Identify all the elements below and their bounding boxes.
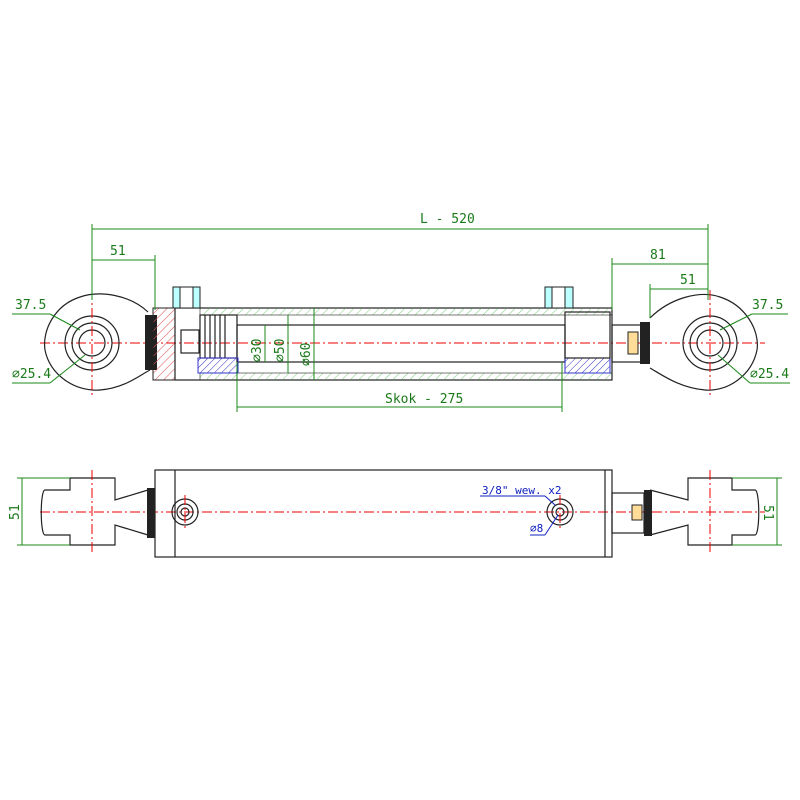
right-offset-inner-dimension: 51	[680, 273, 696, 288]
barrel-diameter: ⌀60	[299, 343, 314, 366]
right-eye-radius: 37.5	[752, 298, 783, 313]
right-pin-diameter: ⌀25.4	[750, 367, 789, 382]
top-view: L - 520 51 81 51 37.5 37.5 ⌀25.4 ⌀25.4 ⌀…	[12, 212, 790, 412]
piston-diameter: ⌀50	[273, 339, 288, 362]
barrel	[174, 307, 613, 381]
left-width-dimension: 51	[8, 504, 23, 520]
right-width-dimension: 51	[760, 505, 775, 521]
length-dimension: L - 520	[420, 212, 475, 227]
left-eye	[43, 290, 176, 395]
right-eye	[611, 290, 758, 395]
left-port	[171, 495, 199, 530]
left-eye-radius: 37.5	[15, 298, 46, 313]
left-offset-dimension: 51	[110, 244, 126, 259]
left-pin-diameter: ⌀25.4	[12, 367, 51, 382]
dimensions-bottom	[17, 477, 782, 546]
port-diameter-label: ⌀8	[530, 522, 543, 535]
port-thread-label: 3/8" wew. x2	[482, 484, 561, 497]
bottom-view: 51 51 3/8" wew. x2 ⌀8	[8, 469, 782, 558]
stroke-dimension: Skok - 275	[385, 392, 463, 407]
right-offset-outer-dimension: 81	[650, 248, 666, 263]
right-port	[546, 495, 574, 530]
dimensions-top	[12, 224, 790, 412]
rod-diameter: ⌀30	[250, 339, 265, 362]
